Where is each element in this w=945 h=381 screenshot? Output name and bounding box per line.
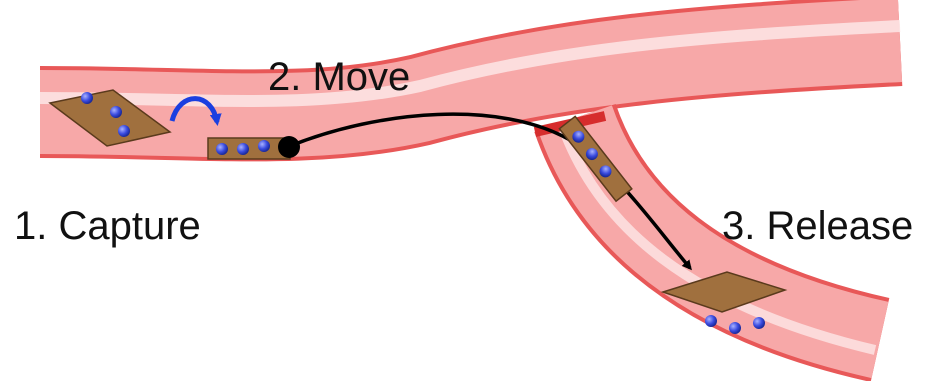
magnet-tip-icon xyxy=(278,136,300,158)
main-vessel xyxy=(40,26,900,115)
step-label-release: 3. Release xyxy=(722,204,913,248)
particle xyxy=(237,143,249,155)
particle xyxy=(753,317,765,329)
particle xyxy=(258,140,270,152)
particle xyxy=(118,125,130,137)
particle xyxy=(216,143,228,155)
step-label-move: 2. Move xyxy=(268,55,410,99)
particle xyxy=(729,322,741,334)
particle xyxy=(110,106,122,118)
step-label-capture: 1. Capture xyxy=(14,204,201,248)
particle xyxy=(705,315,717,327)
particle xyxy=(81,92,93,104)
carrier-plate-group xyxy=(208,136,300,159)
